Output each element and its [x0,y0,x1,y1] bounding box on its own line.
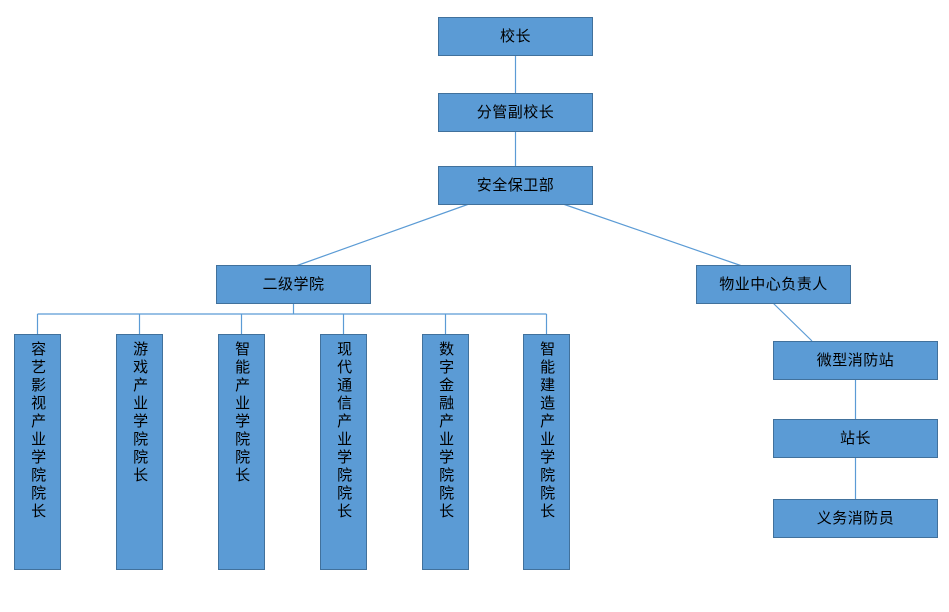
node-property-center-head-label: 物业中心负责人 [719,274,828,293]
node-property-center-head[interactable]: 物业中心负责人 [696,265,851,304]
node-principal-label: 校长 [499,26,531,45]
node-college-dean-4[interactable]: 现代通信产业学院院长 [320,334,367,570]
node-secondary-colleges[interactable]: 二级学院 [216,265,371,304]
connector-security-to-property [562,203,746,268]
node-college-dean-6-label: 智能建造产业学院院长 [538,341,557,521]
node-micro-fire-station[interactable]: 微型消防站 [773,341,938,380]
connector-security-to-colleges [292,203,470,268]
connector-property-to-station [772,302,813,342]
node-secondary-colleges-label: 二级学院 [262,274,325,293]
node-micro-fire-station-label: 微型消防站 [816,350,895,369]
node-college-dean-4-label: 现代通信产业学院院长 [335,341,354,521]
node-vice-principal-label: 分管副校长 [476,102,555,121]
node-college-dean-2-label: 游戏产业学院院长 [131,341,150,485]
node-principal[interactable]: 校长 [438,17,593,56]
node-college-dean-5-label: 数字金融产业学院院长 [437,341,456,521]
node-vice-principal[interactable]: 分管副校长 [438,93,593,132]
node-college-dean-6[interactable]: 智能建造产业学院院长 [523,334,570,570]
node-security-department[interactable]: 安全保卫部 [438,166,593,205]
node-college-dean-5[interactable]: 数字金融产业学院院长 [422,334,469,570]
node-college-dean-3-label: 智能产业学院院长 [233,341,252,485]
node-college-dean-2[interactable]: 游戏产业学院院长 [116,334,163,570]
node-college-dean-1-label: 容艺影视产业学院院长 [29,341,48,521]
node-station-chief-label: 站长 [839,428,871,447]
node-volunteer-firefighter-label: 义务消防员 [816,508,895,527]
node-station-chief[interactable]: 站长 [773,419,938,458]
node-college-dean-3[interactable]: 智能产业学院院长 [218,334,265,570]
node-security-department-label: 安全保卫部 [476,175,555,194]
node-college-dean-1[interactable]: 容艺影视产业学院院长 [14,334,61,570]
node-volunteer-firefighter[interactable]: 义务消防员 [773,499,938,538]
